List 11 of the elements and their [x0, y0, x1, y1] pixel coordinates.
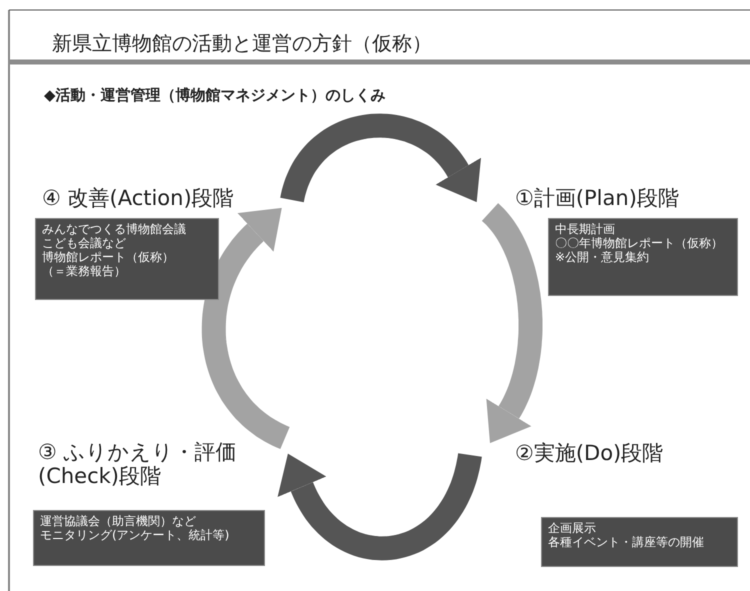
note-box: 運営協議会（助言機関）などモニタリング(アンケート、統計等)	[33, 510, 265, 566]
stage-heading: ④ 改善(Action)段階	[42, 186, 235, 210]
title: 新県立博物館の活動と運営の方針（仮称）	[52, 30, 432, 57]
note-box: 中長期計画〇〇年博物館レポート（仮称）※公開・意見集約	[548, 218, 738, 296]
stage-heading: ①計画(Plan)段階	[514, 186, 680, 210]
note-box: みんなでつくる博物館会議こども会議など博物館レポート（仮称）（＝業務報告）	[35, 218, 219, 300]
cycle-arrow	[480, 202, 542, 444]
note-box: 企画展示各種イベント・講座等の開催	[541, 517, 738, 567]
subtitle: ◆活動・運営管理（博物館マネジメント）のしくみ	[44, 86, 386, 105]
stage-heading: ③ ふりかえり・評価(Check)段階	[38, 440, 238, 488]
stage-heading: ②実施(Do)段階	[514, 441, 664, 465]
